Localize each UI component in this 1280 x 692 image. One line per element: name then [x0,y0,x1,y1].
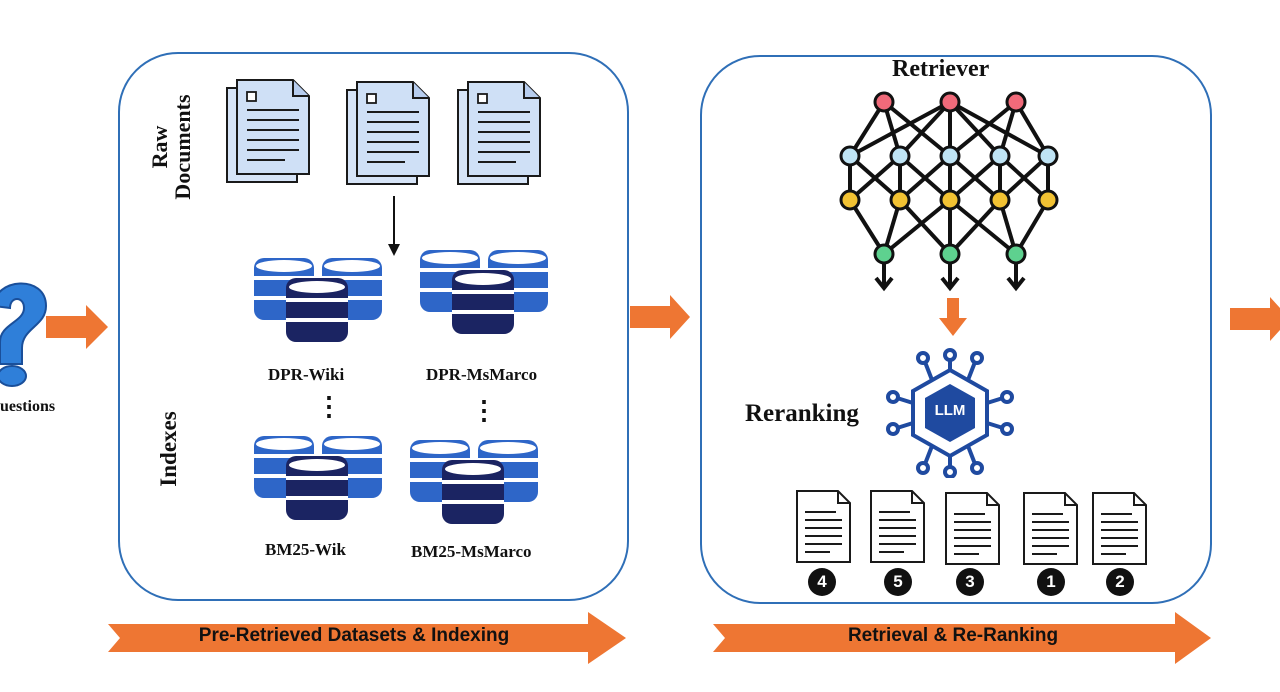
raw-documents-label: Raw Documents [147,92,198,202]
raw-label: Raw [147,125,172,169]
rank-number: 1 [1037,568,1065,596]
reranking-label: Reranking [745,400,859,427]
rank-number: 3 [956,568,984,596]
documents-label: Documents [170,94,196,200]
banner-indexing-text: Pre-Retrieved Datasets & Indexing [198,625,510,646]
database-icon-bm25-wiki [254,436,384,526]
banner-indexing: Pre-Retrieved Datasets & Indexing [108,612,628,664]
document-icon [1092,492,1147,565]
flow-arrow-questions [46,305,108,349]
rank-number: 4 [808,568,836,596]
rank-number: 5 [884,568,912,596]
document-icon [796,490,851,563]
llm-label: LLM [934,402,966,419]
database-icon-dpr-wiki [254,258,384,348]
banner-retrieval-text: Retrieval & Re-Ranking [847,625,1059,646]
questions-label: uestions [0,398,56,415]
rank-number: 2 [1106,568,1134,596]
indexes-label: Indexes [156,411,181,487]
down-arrow [388,196,400,256]
flow-arrow-retrieval [1230,297,1280,341]
banner-retrieval: Retrieval & Re-Ranking [713,612,1213,664]
index-label-dpr-wiki: DPR-Wiki [268,365,345,384]
index-label-bm25-msmarco: BM25-MsMarco [411,542,532,561]
database-icon-bm25-msmarco [410,440,540,530]
document-stack-icon [346,81,430,185]
neural-network-icon [839,91,1059,292]
document-icon [870,490,925,563]
flow-arrow-indexing [630,295,690,339]
document-icon [1023,492,1078,565]
flow-arrow-down [939,298,967,336]
index-label-bm25-wiki: BM25-Wik [265,540,346,559]
retriever-label: Retriever [892,56,990,82]
question-mark-icon [0,282,48,387]
index-label-dpr-msmarco: DPR-MsMarco [426,365,538,384]
database-icon-dpr-msmarco [420,250,550,340]
document-stack-icon [226,79,310,183]
document-icon [945,492,1000,565]
continuation-dots: ⋮ [471,396,497,425]
document-stack-icon [457,81,541,185]
llm-chip-icon [886,348,1014,478]
continuation-dots: ⋮ [316,392,342,421]
